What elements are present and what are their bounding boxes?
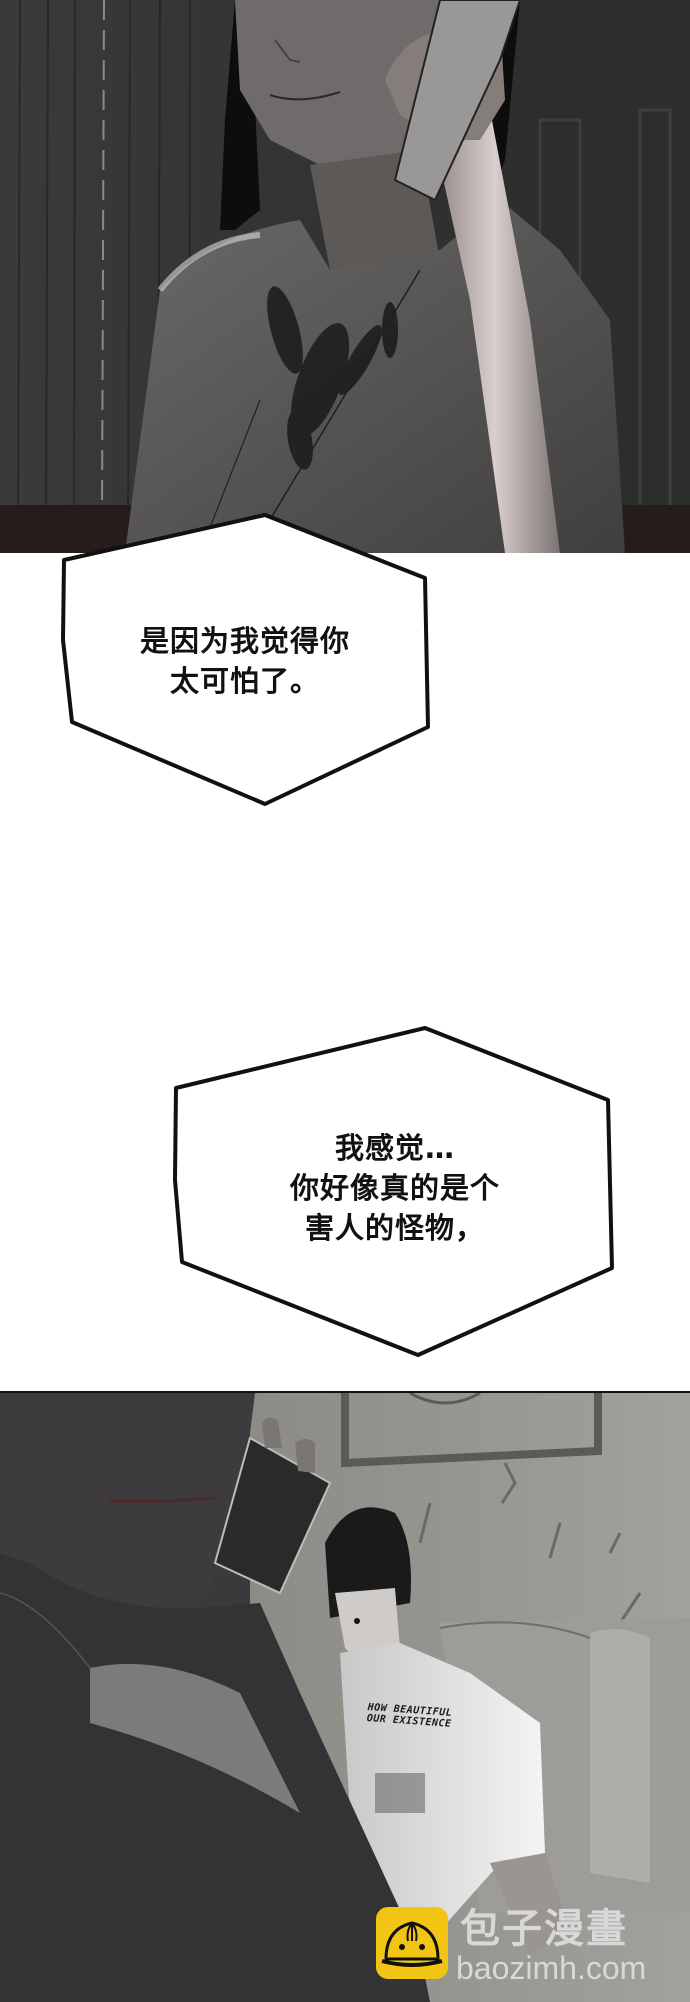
comic-panel-top (0, 0, 690, 553)
bubble-2-line-3: 害人的怪物， (304, 1211, 485, 1245)
site-watermark: 包子漫畫 baozimh.com (376, 1893, 676, 1985)
panel-bottom-artwork (0, 1393, 690, 2002)
bubble-1-line-2: 太可怕了。 (169, 664, 320, 698)
speech-bubble-2-text: 我感觉… 你好像真的是个 害人的怪物， (230, 1128, 560, 1248)
bubble-1-line-1: 是因为我觉得你 (139, 624, 350, 658)
panel-top-artwork (0, 0, 690, 553)
comic-panel-bottom (0, 1391, 690, 2002)
bun-logo-icon (376, 1907, 448, 1979)
speech-bubble-1-text: 是因为我觉得你 太可怕了。 (100, 621, 390, 701)
watermark-title: 包子漫畫 (460, 1906, 628, 1952)
watermark-url: baozimh.com (456, 1950, 647, 1986)
bubble-2-line-2: 你好像真的是个 (289, 1171, 500, 1205)
bubble-2-line-1: 我感觉… (334, 1131, 455, 1165)
